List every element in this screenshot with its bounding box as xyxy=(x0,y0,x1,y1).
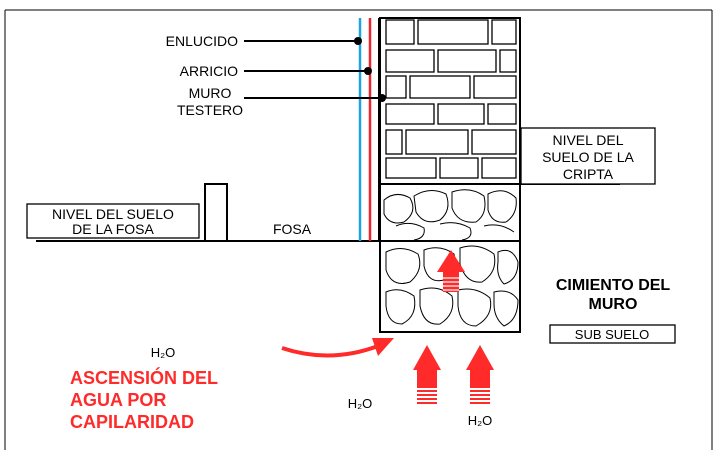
label-nivel-cripta-line1: NIVEL DEL xyxy=(552,132,623,148)
label-enlucido: ENLUCIDO xyxy=(166,33,238,49)
label-nivel-cripta-line3: CRIPTA xyxy=(563,166,614,182)
label-ascension-line2: AGUA POR xyxy=(70,390,166,410)
fosa-post xyxy=(204,183,228,242)
label-fosa: FOSA xyxy=(273,221,312,237)
label-h2o-left: H₂O xyxy=(151,345,176,360)
label-sub-suelo: SUB SUELO xyxy=(575,327,649,342)
curved-pointer-arrow xyxy=(281,338,394,358)
label-ascension-line3: CAPILARIDAD xyxy=(70,412,194,432)
label-arricio: ARRICIO xyxy=(180,63,238,79)
fosa-level-label-box xyxy=(26,203,200,239)
label-h2o-right: H₂O xyxy=(468,413,493,428)
label-nivel-cripta-line2: SUELO DE LA xyxy=(542,149,634,165)
label-cimiento-line1: CIMIENTO DEL xyxy=(556,277,671,294)
cripta-label-box xyxy=(520,127,656,185)
rising-water-arrow-right xyxy=(466,345,494,404)
rising-water-arrow-left xyxy=(413,345,441,404)
label-nivel-fosa-line1: NIVEL DEL SUELO xyxy=(52,206,174,222)
leader-lines xyxy=(244,37,386,102)
internal-rising-arrow xyxy=(437,250,465,292)
label-ascension-line1: ASCENSIÓN DEL xyxy=(70,367,218,388)
label-h2o-middle: H₂O xyxy=(348,396,373,411)
brick-wall xyxy=(379,17,521,185)
label-nivel-fosa-line2: DE LA FOSA xyxy=(72,221,154,237)
label-muro-line2: TESTERO xyxy=(177,102,243,118)
sub-suelo-box xyxy=(549,324,676,344)
label-cimiento-line2: MURO xyxy=(589,296,638,313)
label-muro-line1: MURO xyxy=(189,85,232,101)
